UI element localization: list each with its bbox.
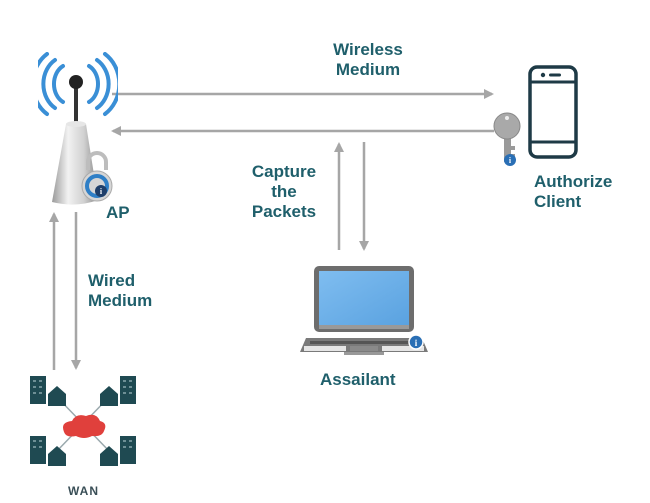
- ap-label: AP: [106, 203, 130, 222]
- key-icon: i: [493, 112, 521, 166]
- svg-text:i: i: [415, 338, 418, 348]
- wan-label: WAN: [68, 484, 99, 498]
- wireless-access-point-icon: i: [38, 52, 118, 205]
- client-label: Authorize Client: [534, 172, 613, 211]
- cloud-icon: [63, 414, 106, 438]
- capture-packets-label: Capture the Packets: [251, 162, 317, 221]
- buildings-icon: [30, 376, 136, 466]
- wired-medium-label: Wired Medium: [88, 271, 153, 310]
- laptop-icon: i: [300, 266, 428, 355]
- wireless-medium-label: Wireless Medium: [333, 40, 403, 79]
- smartphone-icon: [528, 65, 578, 159]
- lock-icon: i: [81, 151, 113, 202]
- assailant-label: Assailant: [320, 370, 396, 389]
- signal-waves-icon: [38, 52, 118, 116]
- svg-text:i: i: [509, 156, 512, 165]
- svg-text:i: i: [100, 187, 103, 196]
- wan-network-icon: [30, 376, 136, 466]
